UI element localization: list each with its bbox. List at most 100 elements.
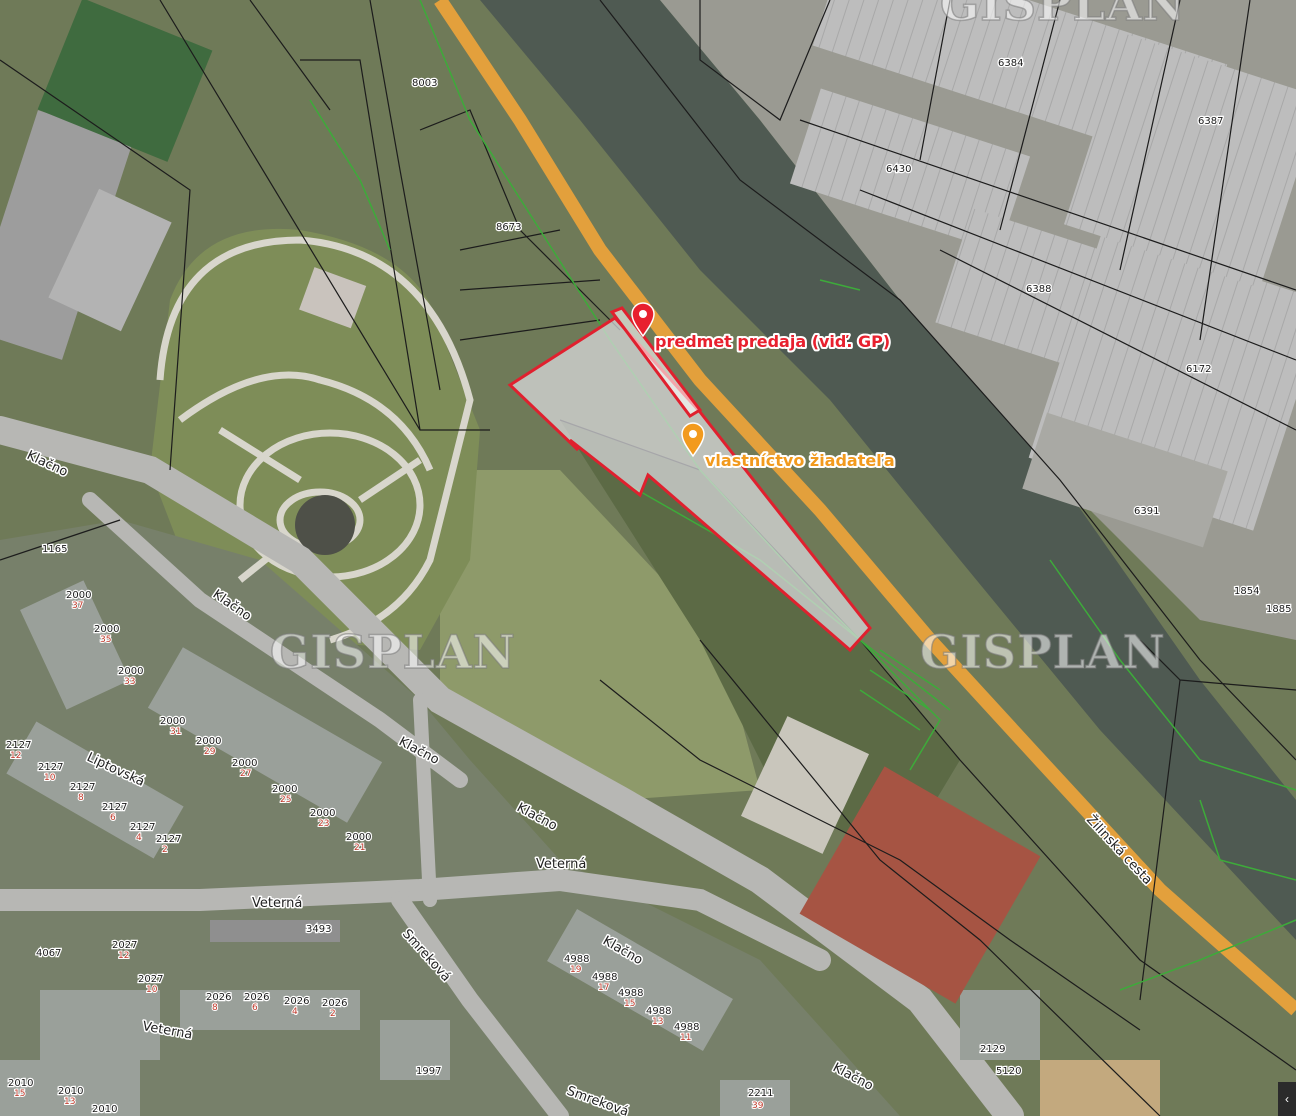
svg-text:2000: 2000 [118, 666, 143, 677]
building-6391 [1022, 412, 1228, 548]
sports-hall [0, 110, 134, 360]
svg-text:35: 35 [100, 635, 111, 645]
svg-text:2000: 2000 [346, 832, 371, 843]
svg-text:2026: 2026 [284, 996, 309, 1007]
map-control-corner[interactable]: ‹ [1278, 1082, 1296, 1116]
svg-text:37: 37 [72, 601, 83, 611]
svg-text:27: 27 [240, 769, 251, 779]
svg-text:10: 10 [146, 985, 158, 995]
svg-text:5120: 5120 [996, 1066, 1021, 1077]
sports-ground [1040, 1060, 1160, 1116]
svg-text:8: 8 [212, 1003, 218, 1013]
svg-text:2010: 2010 [92, 1104, 117, 1115]
svg-text:4988: 4988 [592, 972, 617, 983]
svg-text:21: 21 [354, 843, 365, 853]
svg-text:2026: 2026 [206, 992, 231, 1003]
svg-text:8003: 8003 [412, 78, 437, 89]
svg-text:4988: 4988 [646, 1006, 671, 1017]
svg-text:2: 2 [330, 1009, 336, 1019]
svg-text:2127: 2127 [156, 834, 181, 845]
svg-text:1997: 1997 [416, 1066, 441, 1077]
svg-text:29: 29 [204, 747, 216, 757]
school-building [48, 188, 172, 332]
svg-text:2127: 2127 [102, 802, 127, 813]
svg-text:2127: 2127 [6, 740, 31, 751]
sale-marker[interactable]: predmet predaja (viď. GP) [631, 302, 892, 353]
control-icon: ‹ [1285, 1092, 1289, 1106]
svg-text:2010: 2010 [8, 1078, 33, 1089]
svg-text:33: 33 [124, 677, 135, 687]
park-lawn [150, 228, 480, 650]
svg-text:8: 8 [78, 793, 84, 803]
svg-text:1885: 1885 [1266, 604, 1291, 615]
owner-marker[interactable]: vlastníctvo žiadateľa [681, 422, 897, 472]
svg-text:3493: 3493 [306, 924, 331, 935]
sports-field [37, 0, 213, 162]
svg-text:10: 10 [44, 773, 56, 783]
svg-text:4988: 4988 [618, 988, 643, 999]
svg-text:6172: 6172 [1186, 364, 1211, 375]
svg-text:2211: 2211 [748, 1088, 773, 1099]
svg-text:2026: 2026 [322, 998, 347, 1009]
svg-text:2127: 2127 [38, 762, 63, 773]
svg-text:6387: 6387 [1198, 116, 1223, 127]
svg-text:2127: 2127 [70, 782, 95, 793]
svg-text:2000: 2000 [196, 736, 221, 747]
svg-text:25: 25 [280, 795, 291, 805]
svg-text:2000: 2000 [160, 716, 185, 727]
svg-text:12: 12 [118, 951, 129, 961]
river [480, 0, 1296, 940]
street-label-veterna-1: Veterná [536, 857, 586, 872]
svg-text:6430: 6430 [886, 164, 911, 175]
svg-text:2127: 2127 [130, 822, 155, 833]
roads [0, 416, 1024, 1116]
svg-text:2000: 2000 [66, 590, 91, 601]
svg-text:4: 4 [292, 1007, 298, 1017]
svg-text:6: 6 [110, 813, 116, 823]
sale-strip-outline [609, 306, 703, 418]
svg-text:2027: 2027 [112, 940, 137, 951]
warehouse-6430 [789, 88, 1031, 252]
watermark-top: GISPLAN [940, 0, 1186, 31]
meadow [440, 470, 760, 800]
watermark-left: GISPLAN [270, 625, 516, 679]
skate-park [740, 716, 870, 854]
svg-text:4988: 4988 [674, 1022, 699, 1033]
svg-text:4067: 4067 [36, 948, 61, 959]
warehouse-6387 [1063, 33, 1296, 288]
svg-text:4988: 4988 [564, 954, 589, 965]
svg-text:2000: 2000 [232, 758, 257, 769]
svg-text:2000: 2000 [310, 808, 335, 819]
svg-text:1854: 1854 [1234, 586, 1259, 597]
park-plaza [295, 495, 355, 555]
svg-text:23: 23 [318, 819, 329, 829]
owner-marker-label: vlastníctvo žiadateľa [705, 451, 895, 470]
svg-text:13: 13 [64, 1097, 75, 1107]
map-pin-icon [681, 422, 705, 458]
cycle-path [434, 0, 1296, 1016]
svg-text:2027: 2027 [138, 974, 163, 985]
svg-text:2000: 2000 [272, 784, 297, 795]
sale-marker-label: predmet predaja (viď. GP) [655, 332, 890, 351]
pin-dot [639, 310, 647, 318]
svg-text:11: 11 [680, 1033, 691, 1043]
map-pin-icon [631, 302, 655, 338]
svg-text:31: 31 [170, 727, 181, 737]
svg-text:19: 19 [570, 965, 582, 975]
svg-text:39: 39 [752, 1101, 764, 1111]
svg-text:2: 2 [162, 845, 168, 855]
svg-text:6: 6 [252, 1003, 258, 1013]
svg-text:1165: 1165 [42, 544, 67, 555]
svg-text:6384: 6384 [998, 58, 1023, 69]
tennis-courts [799, 766, 1041, 1004]
svg-text:12: 12 [10, 751, 21, 761]
svg-text:4: 4 [136, 833, 142, 843]
pin-dot [689, 430, 697, 438]
svg-text:2026: 2026 [244, 992, 269, 1003]
svg-text:15: 15 [624, 999, 635, 1009]
svg-text:17: 17 [598, 983, 609, 993]
svg-text:2000: 2000 [94, 624, 119, 635]
svg-text:15: 15 [14, 1089, 25, 1099]
